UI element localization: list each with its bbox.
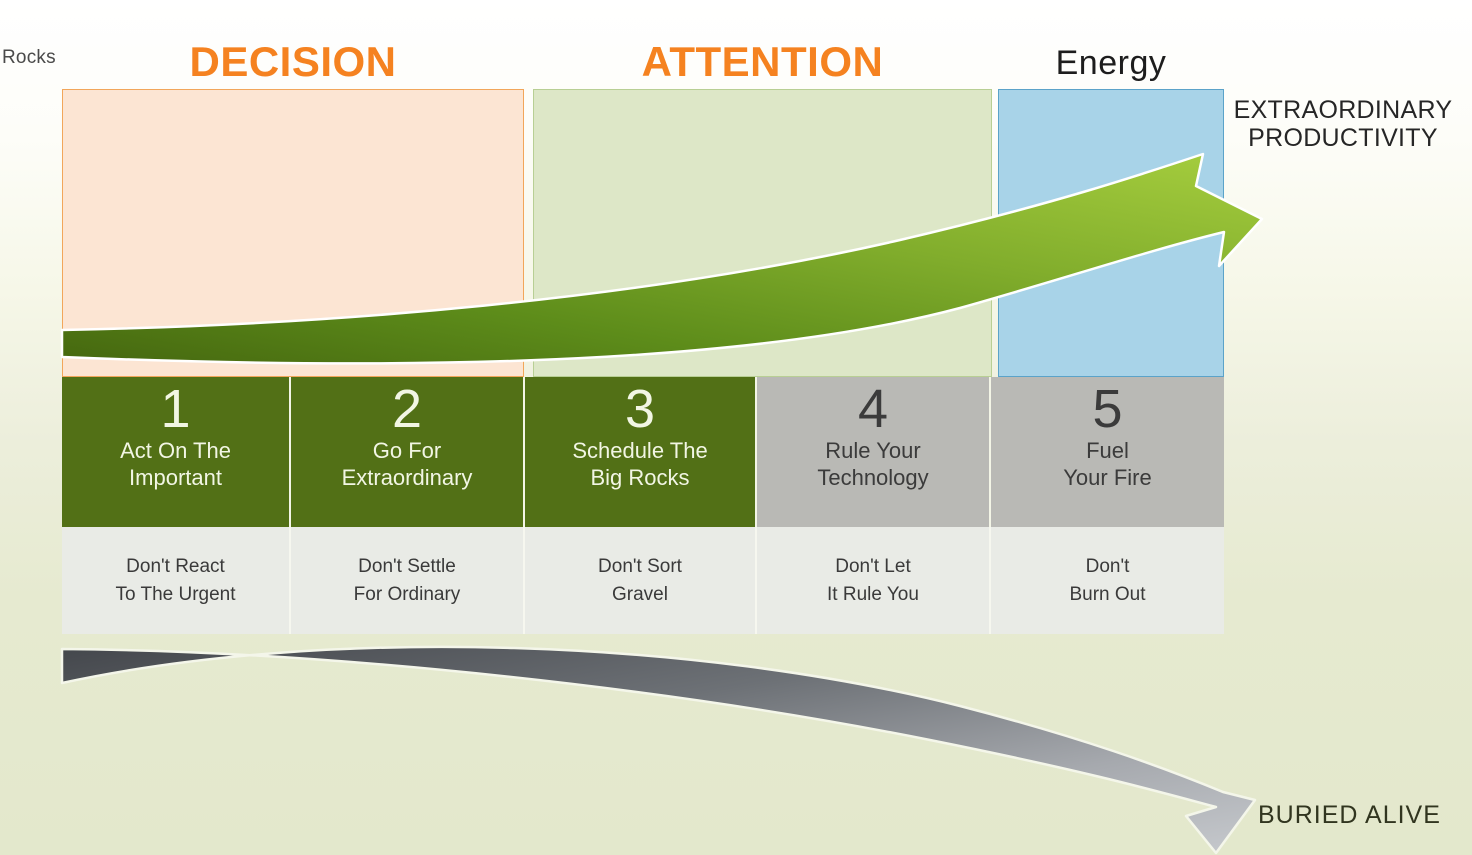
step-caption-5-line1: Don't [1085,555,1130,577]
step-title-5-line2: Your Fire [1063,464,1152,490]
step-column-1[interactable]: 1 Act On The Important Don't React To Th… [62,377,291,634]
step-title-5: Fuel Your Fire [1063,438,1151,492]
step-header-1: 1 Act On The Important [62,377,291,527]
steps-row: 1 Act On The Important Don't React To Th… [62,377,1224,634]
step-caption-2-line2: For Ordinary [353,583,461,605]
step-caption-5: Don't Burn Out [991,527,1224,634]
phase-heading-attention: ATTENTION [641,38,884,85]
step-caption-2-line1: Don't Settle [358,555,456,577]
step-title-4-line2: Technology [817,464,929,490]
step-title-2: Go For Extraordinary [342,438,473,492]
phase-panel-energy [998,89,1224,377]
step-header-3: 3 Schedule The Big Rocks [525,377,757,527]
step-number-4: 4 [857,379,889,439]
step-title-3: Schedule The Big Rocks [572,438,707,492]
step-caption-1-line1: Don't React [126,555,225,577]
top-left-cropped-label: Rocks [2,47,56,68]
step-caption-5-line2: Burn Out [1069,583,1146,605]
outcome-success-line2: PRODUCTIVITY [1248,124,1438,152]
outcome-success-line1: EXTRAORDINARY [1233,96,1453,124]
step-caption-3-line2: Gravel [612,583,668,605]
phase-heading-decision: DECISION [189,38,397,85]
step-caption-4-line1: Don't Let [835,555,911,577]
phase-heading-energy: Energy [1055,44,1167,82]
step-title-1-line1: Act On The [120,438,231,464]
step-header-2: 2 Go For Extraordinary [291,377,525,527]
step-title-2-line1: Go For [372,438,442,464]
step-column-5[interactable]: 5 Fuel Your Fire Don't Burn Out [991,377,1224,634]
step-column-4[interactable]: 4 Rule Your Technology Don't Let It Rule… [757,377,991,634]
step-number-3: 3 [624,379,656,439]
grey-descending-arrow [60,645,1257,855]
step-title-3-line2: Big Rocks [590,464,690,490]
step-title-4: Rule Your Technology [817,438,928,492]
step-caption-4: Don't Let It Rule You [757,527,991,634]
step-caption-4-line2: It Rule You [827,583,919,605]
step-caption-3: Don't Sort Gravel [525,527,757,634]
step-header-4: 4 Rule Your Technology [757,377,991,527]
outcome-label-success: EXTRAORDINARY PRODUCTIVITY [1218,96,1468,152]
step-title-1-line2: Important [129,464,222,490]
step-number-5: 5 [1092,379,1123,439]
step-caption-2: Don't Settle For Ordinary [291,527,525,634]
step-number-2: 2 [391,379,423,439]
step-title-5-line1: Fuel [1086,438,1129,464]
step-header-5: 5 Fuel Your Fire [991,377,1224,527]
step-caption-3-line1: Don't Sort [598,555,682,577]
step-column-3[interactable]: 3 Schedule The Big Rocks Don't Sort Grav… [525,377,757,634]
step-caption-1-line2: To The Urgent [115,583,236,605]
step-column-2[interactable]: 2 Go For Extraordinary Don't Settle For … [291,377,525,634]
step-number-1: 1 [160,379,191,439]
phase-panel-attention [533,89,992,377]
step-title-3-line1: Schedule The [572,438,708,464]
phase-panel-decision [62,89,524,377]
outcome-label-failure: BURIED ALIVE [1258,801,1441,829]
step-title-4-line1: Rule Your [825,438,921,464]
step-title-2-line2: Extraordinary [341,464,473,490]
step-caption-1: Don't React To The Urgent [62,527,291,634]
step-title-1: Act On The Important [120,438,231,492]
